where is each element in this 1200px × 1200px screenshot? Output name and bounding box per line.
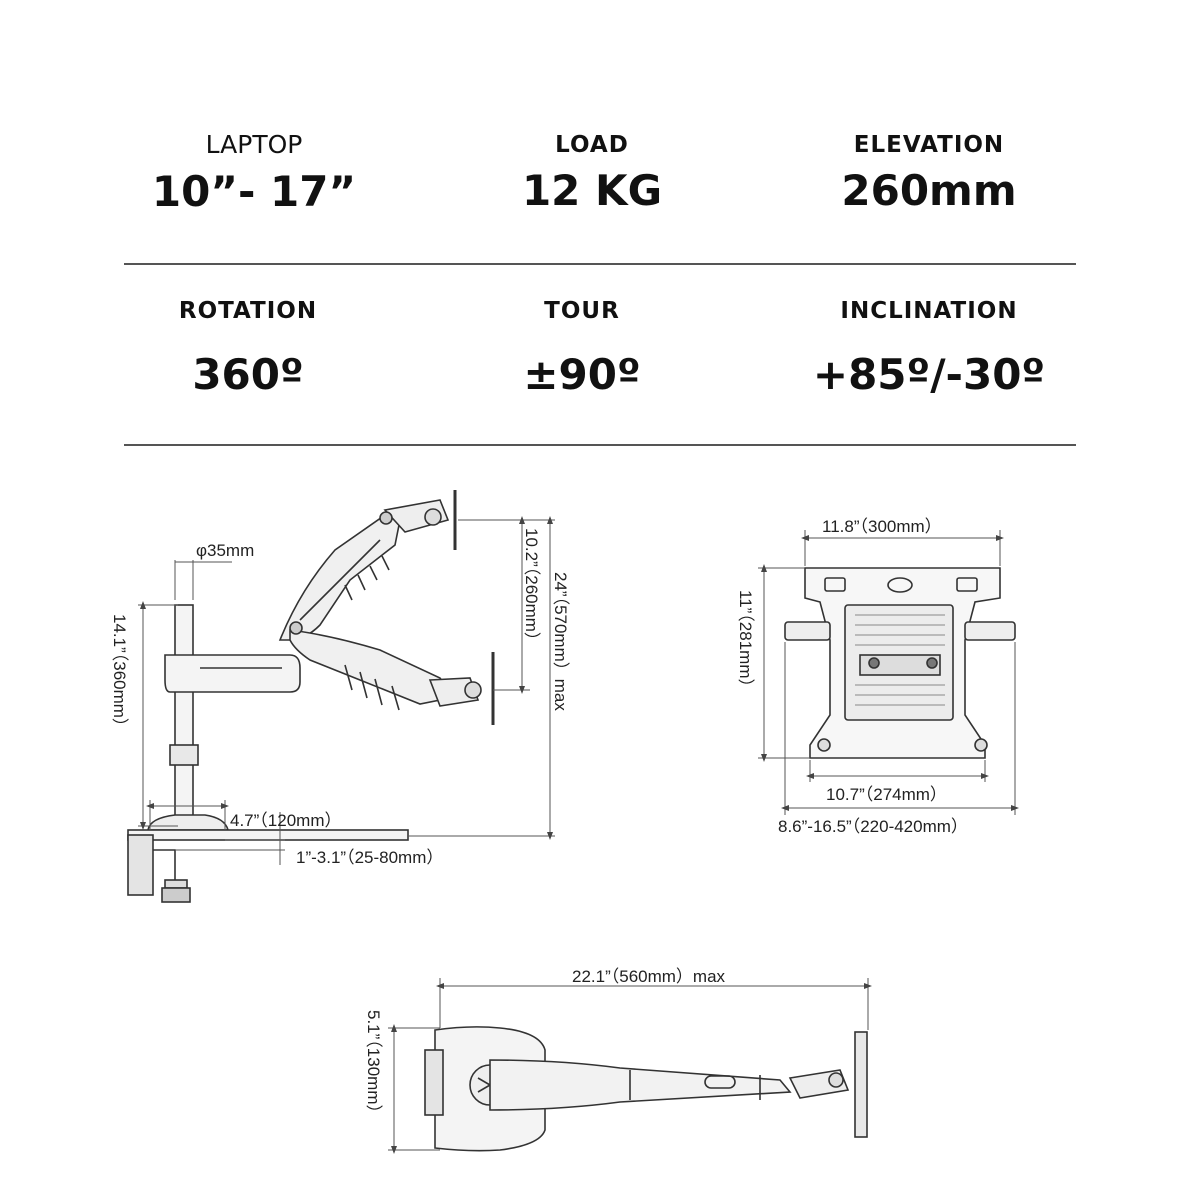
dim-top-reach: 22.1”（560mm）max xyxy=(572,967,726,986)
spec-value: ±90º xyxy=(523,350,641,399)
dim-base-offset: 4.7”（120mm） xyxy=(230,811,341,830)
spec-load: LOAD 12 KG xyxy=(442,132,742,215)
dim-tray-height: 11”（281mm） xyxy=(736,590,755,696)
spec-inclination: INCLINATION +85º/-30º xyxy=(779,298,1079,399)
spec-laptop: LAPTOP 10”- 17” xyxy=(104,130,404,216)
spec-label: ELEVATION xyxy=(853,132,1005,158)
spec-label: TOUR xyxy=(544,298,620,324)
divider-bottom xyxy=(124,444,1076,446)
dim-tray-adjust-range: 8.6”-16.5”（220-420mm） xyxy=(778,817,968,836)
side-view-dimensions xyxy=(138,516,555,865)
dim-top-base-width: 5.1”（130mm） xyxy=(364,1010,383,1121)
spec-label: LOAD xyxy=(555,132,629,158)
spec-value: 12 KG xyxy=(521,166,663,215)
spec-value: 360º xyxy=(192,350,304,399)
spec-value: 10”- 17” xyxy=(151,167,357,216)
spec-value: 260mm xyxy=(841,166,1017,215)
spec-value: +85º/-30º xyxy=(812,350,1046,399)
tray-view-dimensions xyxy=(758,530,1019,815)
spec-elevation: ELEVATION 260mm xyxy=(779,132,1079,215)
dim-tray-top-width: 11.8”（300mm） xyxy=(822,517,942,536)
side-view-drawing xyxy=(127,490,495,903)
dim-total-height: 24”（570mm）max xyxy=(551,572,570,711)
top-view-drawing xyxy=(424,1026,868,1152)
spec-rotation: ROTATION 360º xyxy=(98,298,398,399)
dim-arm-range: 10.2”（260mm） xyxy=(522,528,541,649)
top-view-dimensions xyxy=(388,978,872,1154)
dim-pole-height: 14.1”（360mm） xyxy=(110,614,129,735)
dim-pole-diameter: φ35mm xyxy=(196,541,254,560)
dim-clamp-range: 1”-3.1”（25-80mm） xyxy=(296,848,443,867)
tray-view-drawing xyxy=(784,567,1016,759)
dim-tray-bottom-width: 10.7”（274mm） xyxy=(826,785,947,804)
spec-label: INCLINATION xyxy=(840,298,1018,324)
spec-label: ROTATION xyxy=(178,298,318,324)
spec-label: LAPTOP xyxy=(205,130,303,159)
spec-tour: TOUR ±90º xyxy=(432,298,732,399)
divider-top xyxy=(124,263,1076,265)
